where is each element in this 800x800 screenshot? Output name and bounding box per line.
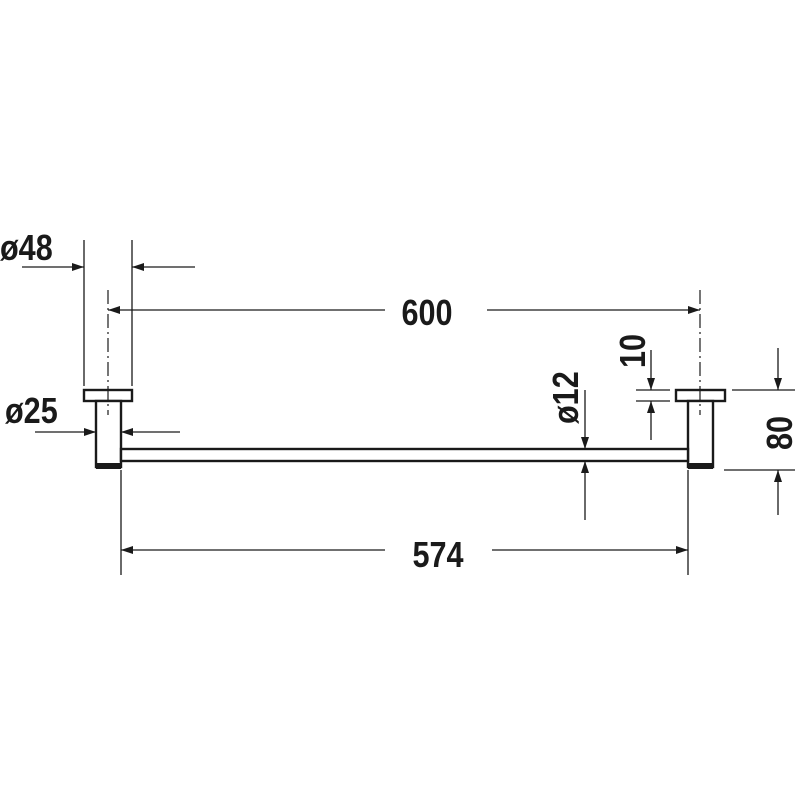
dimension-flange-diameter: ø48: [0, 229, 195, 386]
bar-length-label: 574: [412, 536, 463, 576]
flange-diameter-label: ø48: [0, 229, 53, 269]
right-post-cap: [688, 463, 713, 469]
dimension-projection: 80: [724, 348, 800, 515]
post-diameter-label: ø25: [5, 392, 58, 432]
dimension-bar-length: 574: [120, 470, 689, 576]
projection-label: 80: [761, 416, 800, 450]
dimension-bar-diameter: ø12: [547, 371, 589, 520]
bar-diameter-label: ø12: [547, 371, 587, 424]
flange-thickness-label: 10: [614, 334, 654, 368]
left-post-cap: [96, 463, 121, 469]
center-distance-label: 600: [401, 294, 452, 334]
dimension-center-distance: 600: [108, 294, 700, 334]
dimension-post-diameter: ø25: [5, 392, 180, 436]
dimension-flange-thickness: 10: [614, 334, 670, 440]
rail-bar: [119, 447, 690, 463]
